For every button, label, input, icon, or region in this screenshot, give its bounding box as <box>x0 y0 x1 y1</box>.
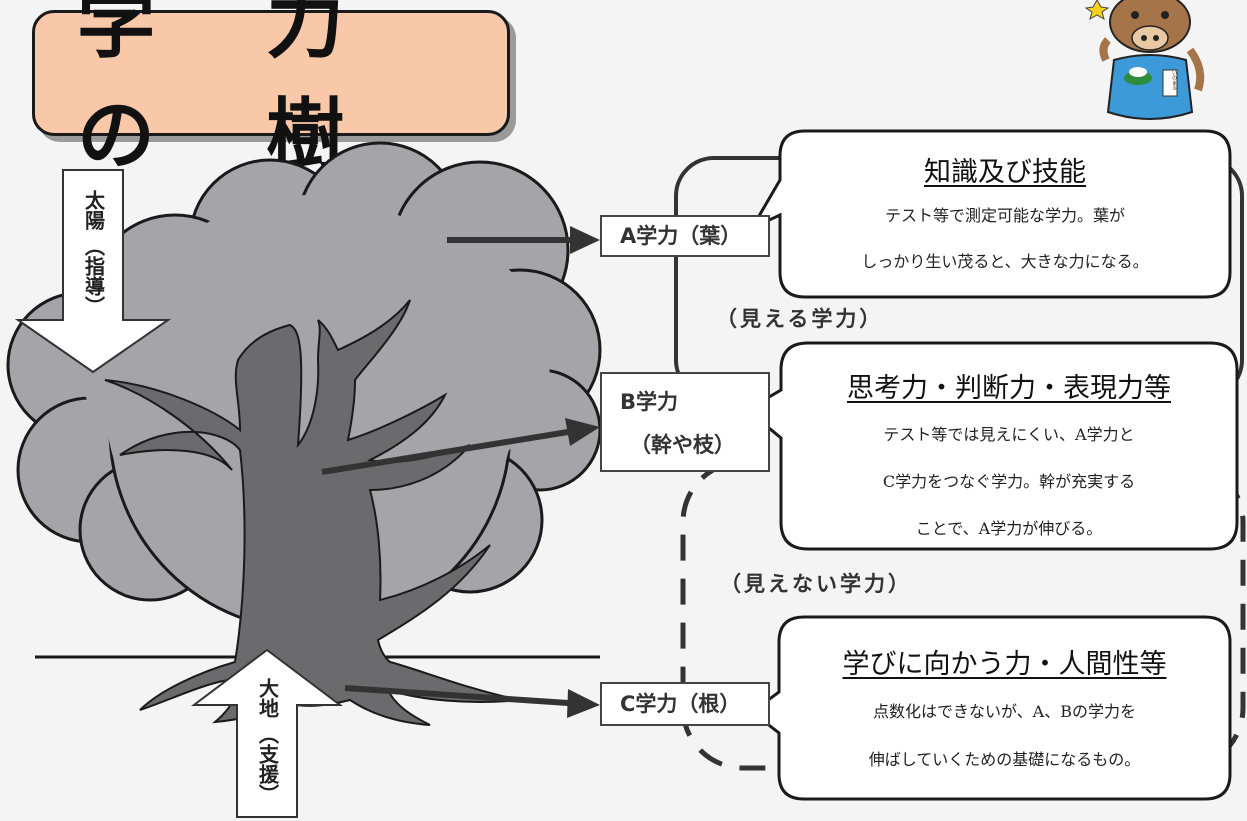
earth-label-line1: 大地 <box>255 678 280 718</box>
bubble-a-title: 知識及び技能 <box>924 157 1086 188</box>
bubble-c-title: 学びに向かう力・人間性等 <box>842 649 1167 680</box>
earth-label: 大地 （支援） <box>254 678 280 804</box>
invisible-section-label: （見えない学力） <box>720 572 912 596</box>
bubble-b-text: 思考力・判断力・表現力等 テスト等では見えにくい、A学力と C学力をつなぐ学力。… <box>783 366 1235 539</box>
earth-arrow <box>191 648 343 818</box>
mascot-sign: いのまる <box>1171 70 1177 90</box>
speech-bubble-b <box>744 341 1239 551</box>
bubble-b-title: 思考力・判断力・表現力等 <box>847 373 1171 404</box>
sun-label-line2: （指導） <box>81 236 106 316</box>
bubble-b-line: テスト等では見えにくい、A学力と <box>883 425 1135 444</box>
bubble-b-line: ことで、A学力が伸びる。 <box>915 519 1103 538</box>
bubble-c-line: 伸ばしていくための基礎になるもの。 <box>868 750 1141 769</box>
bubble-c-line: 点数化はできないが、A、Bの学力を <box>873 702 1136 721</box>
bubble-a-line: テスト等で測定可能な学力。葉が <box>884 206 1125 225</box>
bubble-b-line: C学力をつなぐ学力。幹が充実する <box>882 472 1136 491</box>
arrows <box>321 226 600 718</box>
sun-label: 太陽 （指導） <box>80 190 106 316</box>
speech-bubble-c <box>749 615 1232 801</box>
mascot-boar <box>1084 0 1205 120</box>
earth-label-line2: （支援） <box>255 724 280 804</box>
bubble-a-line: しっかり生い茂ると、大きな力になる。 <box>861 252 1149 271</box>
label-b-line2: （幹や枝） <box>630 433 735 457</box>
label-c: C学力（根） <box>600 682 770 726</box>
bubble-a-text: 知識及び技能 テスト等で測定可能な学力。葉が しっかり生い茂ると、大きな力になる… <box>782 150 1228 272</box>
label-b: B学力 （幹や枝） <box>600 372 770 472</box>
tree-trunk <box>104 299 521 726</box>
sun-label-line1: 太陽 <box>81 190 106 230</box>
visible-section-label: （見える学力） <box>716 307 884 331</box>
sun-arrow <box>14 169 172 374</box>
label-a: A学力（葉） <box>600 215 770 257</box>
speech-bubble-a <box>748 129 1232 299</box>
bubble-c-text: 学びに向かう力・人間性等 点数化はできないが、A、Bの学力を 伸ばしていくための… <box>781 642 1228 770</box>
label-b-line1: B学力 <box>620 390 679 414</box>
